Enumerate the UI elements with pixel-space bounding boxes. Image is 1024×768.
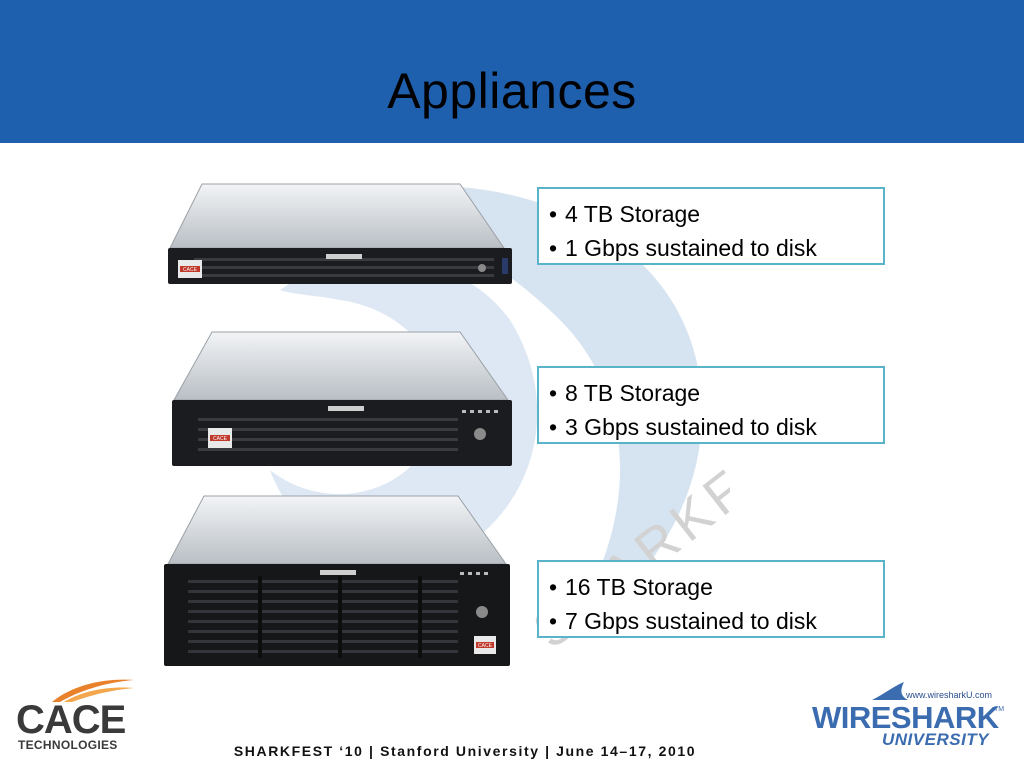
appliance-brand-label: CACE	[183, 267, 198, 273]
slide-title: Appliances	[387, 63, 637, 119]
spec-box-1: •4 TB Storage •1 Gbps sustained to disk	[537, 187, 885, 265]
spec-box-3: •16 TB Storage •7 Gbps sustained to disk	[537, 560, 885, 638]
cace-subtitle: TECHNOLOGIES	[18, 738, 118, 752]
shark-fin-icon	[872, 682, 908, 700]
spec-throughput: •3 Gbps sustained to disk	[549, 414, 817, 440]
appliance-brand-label: CACE	[213, 436, 228, 442]
spec-throughput: •1 Gbps sustained to disk	[549, 235, 817, 261]
title-bar	[0, 0, 1024, 143]
wireshark-university-logo: www.wiresharkU.com WIRESHARK TM UNIVERSI…	[810, 680, 1004, 752]
spec-storage: •4 TB Storage	[549, 201, 701, 227]
wireshark-trademark: TM	[994, 706, 1005, 713]
spec-storage: •16 TB Storage	[549, 574, 713, 600]
cace-swoosh-icon	[52, 679, 134, 702]
wireshark-university-text: UNIVERSITY	[882, 730, 990, 749]
appliance-image-1u: CACE	[168, 183, 512, 284]
spec-throughput: •7 Gbps sustained to disk	[549, 608, 817, 634]
appliance-image-3u: CACE	[164, 495, 510, 666]
slide-footer: SHARKFEST ‘10 | Stanford University | Ju…	[233, 743, 697, 759]
wireshark-url: www.wiresharkU.com	[906, 690, 993, 700]
cace-technologies-logo: CACE TECHNOLOGIES	[16, 676, 136, 752]
appliance-brand-label: CACE	[478, 643, 493, 649]
wireshark-name: WIRESHARK	[812, 700, 999, 735]
spec-box-2: •8 TB Storage •3 Gbps sustained to disk	[537, 366, 885, 444]
appliance-image-2u: CACE	[172, 331, 512, 466]
spec-storage: •8 TB Storage	[549, 380, 701, 406]
cace-name: CACE	[16, 698, 126, 742]
